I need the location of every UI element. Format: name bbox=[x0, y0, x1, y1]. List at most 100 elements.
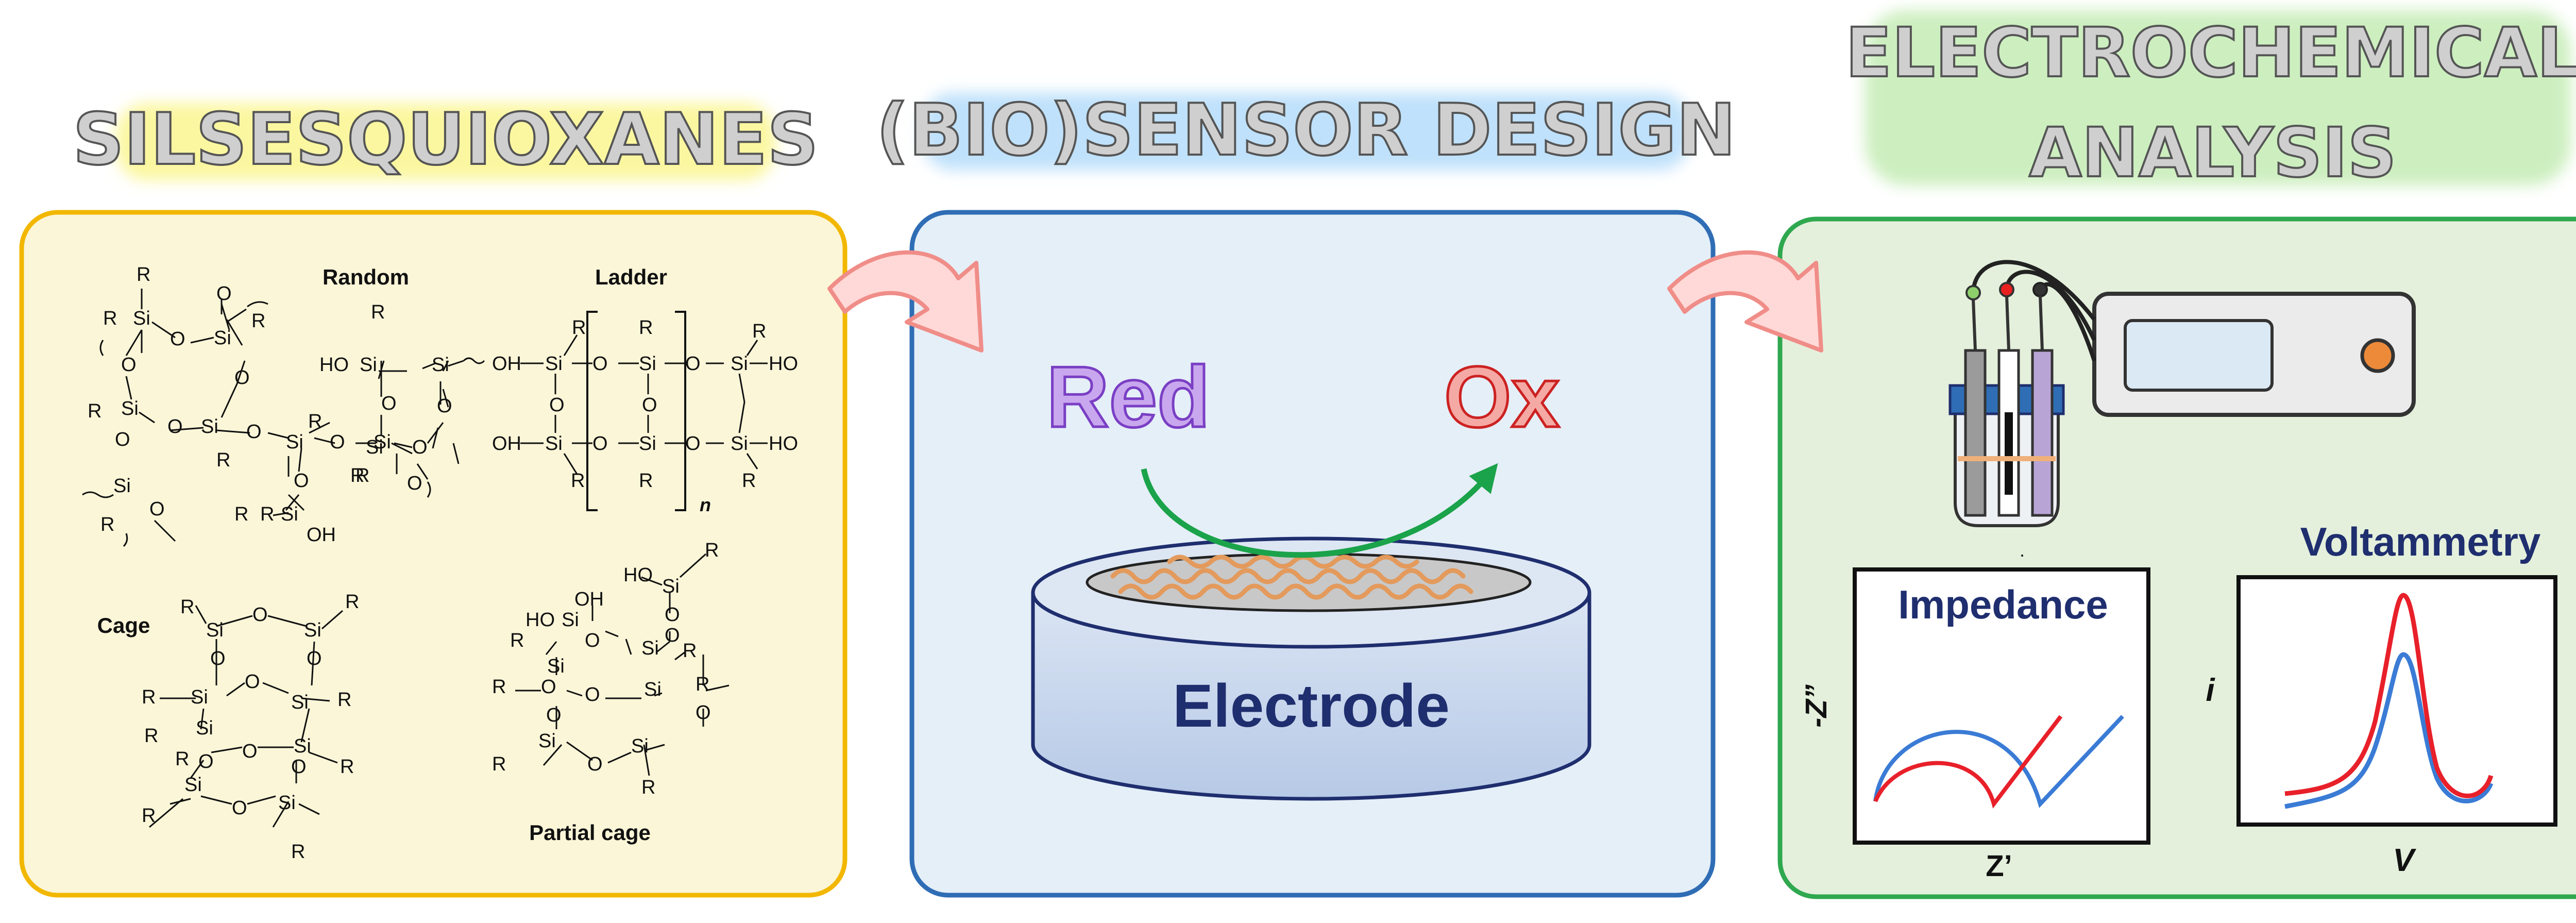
svg-text:HO: HO bbox=[623, 564, 653, 586]
partial-cage-structure: HO Si R OH O HO Si O O Si R R Si O O Si … bbox=[492, 540, 730, 798]
svg-text:O: O bbox=[294, 470, 309, 492]
label-cage: Cage bbox=[97, 613, 150, 637]
svg-text:R: R bbox=[572, 317, 586, 339]
svg-text:O: O bbox=[252, 604, 268, 626]
svg-text:O: O bbox=[546, 704, 562, 726]
svg-text:R: R bbox=[100, 514, 114, 535]
svg-text:Si: Si bbox=[196, 717, 213, 739]
counter-electrode bbox=[2031, 349, 2054, 517]
svg-text:O: O bbox=[685, 433, 701, 455]
heading-electrochemical-group: ELECTROCHEMICAL ANALYSIS bbox=[1844, 10, 2576, 194]
svg-text:Si: Si bbox=[547, 656, 565, 677]
impedance-curve-red bbox=[1873, 715, 2063, 809]
svg-text:O: O bbox=[246, 421, 262, 443]
svg-text:R: R bbox=[639, 470, 653, 492]
svg-text:R: R bbox=[142, 686, 156, 708]
svg-text:HO: HO bbox=[769, 433, 798, 455]
svg-text:O: O bbox=[216, 283, 232, 305]
svg-text:O: O bbox=[167, 416, 183, 438]
svg-text:O: O bbox=[210, 648, 226, 669]
svg-text:Si: Si bbox=[191, 686, 208, 708]
svg-text:Si: Si bbox=[374, 431, 391, 453]
svg-text:Si: Si bbox=[641, 637, 659, 659]
heading-silsesquioxanes-group: SILSESQUIOXANES bbox=[72, 97, 819, 182]
impedance-title: Impedance bbox=[1898, 582, 2108, 627]
voltammetry-curve-red bbox=[2284, 593, 2494, 798]
svg-text:R: R bbox=[103, 308, 117, 329]
flow-arrow-1 bbox=[827, 250, 984, 353]
svg-text:Si: Si bbox=[133, 308, 150, 329]
heading-electrochemical: ELECTROCHEMICAL bbox=[1845, 13, 2576, 93]
svg-text:O: O bbox=[330, 431, 345, 453]
potentiostat bbox=[2092, 292, 2416, 417]
electrochemical-cell bbox=[1948, 282, 2065, 527]
svg-text:R: R bbox=[345, 591, 359, 613]
redox-arrow bbox=[1141, 463, 1498, 558]
svg-text:R: R bbox=[340, 756, 354, 778]
svg-text:R: R bbox=[639, 317, 653, 339]
svg-text:Si: Si bbox=[545, 353, 563, 375]
svg-text:Si: Si bbox=[366, 437, 383, 458]
electrode: Electrode bbox=[1031, 536, 1591, 801]
svg-text:O: O bbox=[585, 630, 600, 651]
svg-text:Si: Si bbox=[562, 609, 579, 631]
svg-text:O: O bbox=[234, 367, 250, 389]
label-ladder-n: n bbox=[700, 494, 711, 515]
svg-text:Si: Si bbox=[291, 692, 309, 713]
svg-text:O: O bbox=[585, 684, 600, 706]
svg-text:R: R bbox=[350, 465, 364, 486]
svg-text:R: R bbox=[683, 640, 697, 662]
svg-text:O: O bbox=[592, 433, 608, 455]
svg-text:O: O bbox=[291, 756, 307, 778]
svg-text:O: O bbox=[541, 676, 556, 698]
svg-text:O: O bbox=[696, 702, 711, 724]
ox-label: Ox bbox=[1444, 348, 1560, 445]
svg-text:O: O bbox=[170, 328, 185, 350]
panel-silsesquioxanes bbox=[19, 210, 848, 898]
svg-text:R: R bbox=[144, 725, 158, 747]
svg-text:HO: HO bbox=[769, 353, 798, 375]
svg-text:Si: Si bbox=[121, 398, 139, 419]
impedance-curve-blue bbox=[1873, 715, 2124, 808]
svg-text:R: R bbox=[705, 540, 719, 561]
svg-text:Si: Si bbox=[631, 735, 649, 757]
svg-text:O: O bbox=[149, 498, 165, 520]
svg-text:R: R bbox=[251, 310, 265, 332]
svg-text:Si: Si bbox=[731, 353, 748, 375]
svg-text:R: R bbox=[180, 596, 194, 618]
surface-polymer-chains bbox=[1110, 555, 1473, 600]
svg-text:OH: OH bbox=[307, 524, 336, 546]
svg-text:Si: Si bbox=[538, 730, 556, 752]
svg-text:Si: Si bbox=[644, 679, 662, 700]
svg-text:O: O bbox=[549, 394, 565, 416]
svg-text:OH: OH bbox=[574, 589, 604, 610]
svg-text:R: R bbox=[137, 264, 150, 286]
svg-text:Si: Si bbox=[113, 475, 131, 497]
svg-text:R: R bbox=[175, 748, 189, 770]
svg-text:R: R bbox=[752, 321, 766, 342]
label-ladder: Ladder bbox=[595, 265, 667, 289]
svg-text:Si: Si bbox=[662, 576, 680, 597]
svg-text:OH: OH bbox=[492, 433, 521, 455]
svg-text:R: R bbox=[510, 630, 524, 651]
voltammetry-y-label: i bbox=[2206, 673, 2215, 708]
svg-text:HO: HO bbox=[319, 354, 349, 376]
svg-text:Si: Si bbox=[639, 353, 656, 375]
svg-text:O: O bbox=[407, 473, 422, 494]
structure-labels: Random Ladder Cage Partial cage n bbox=[97, 265, 711, 845]
svg-text:HO: HO bbox=[526, 609, 555, 631]
svg-text:Si: Si bbox=[214, 327, 231, 349]
impedance-plot: Impedance -Z” Z’ bbox=[1800, 567, 2150, 883]
electrode-tip-black bbox=[2032, 282, 2048, 297]
svg-text:O: O bbox=[242, 741, 258, 762]
svg-text:Si: Si bbox=[545, 433, 563, 455]
svg-text:O: O bbox=[307, 648, 322, 669]
electrode-tip-green bbox=[1965, 285, 1981, 300]
svg-text:Si: Si bbox=[639, 433, 656, 455]
svg-text:O: O bbox=[685, 353, 701, 375]
label-random: Random bbox=[323, 265, 409, 289]
voltammetry-x-label: V bbox=[2393, 843, 2416, 878]
svg-text:R: R bbox=[355, 465, 369, 486]
svg-text:O: O bbox=[198, 751, 214, 773]
